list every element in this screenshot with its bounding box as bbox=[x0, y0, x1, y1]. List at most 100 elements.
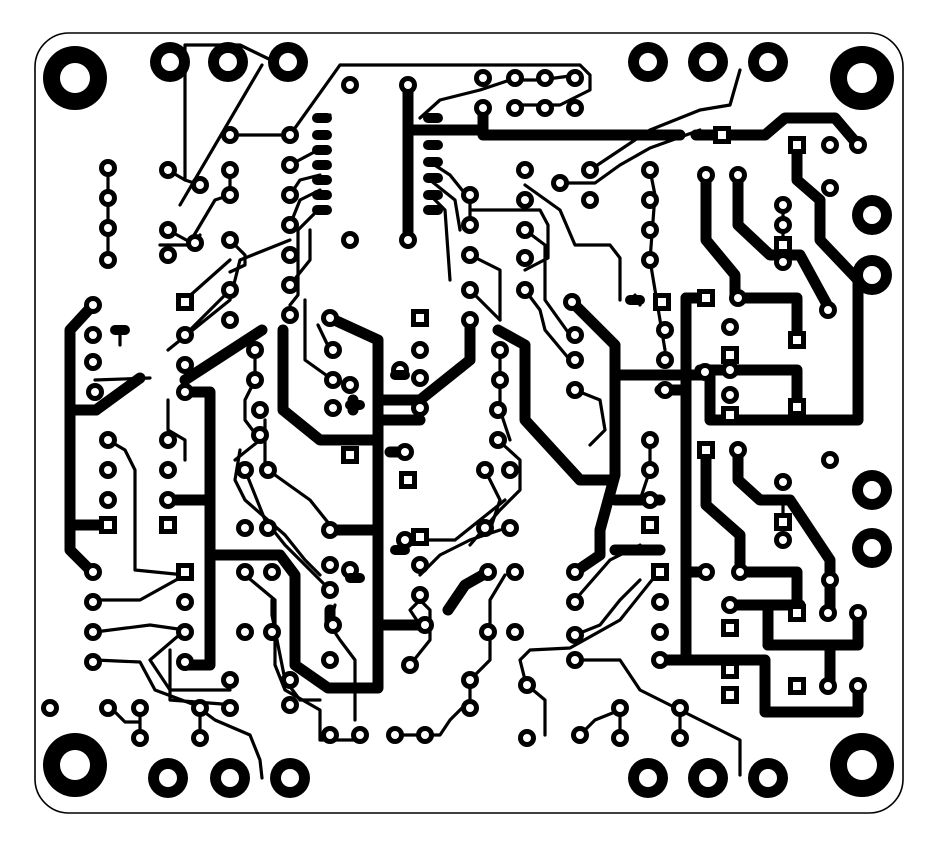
through-hole-pad bbox=[819, 604, 837, 622]
smd-pad bbox=[423, 190, 443, 200]
through-hole-pad bbox=[341, 376, 359, 394]
smd-pad bbox=[345, 573, 365, 583]
through-hole-pad bbox=[819, 301, 837, 319]
through-hole-pad bbox=[131, 699, 149, 717]
square-pad bbox=[176, 293, 194, 311]
through-hole-pad bbox=[476, 461, 494, 479]
through-hole-pad bbox=[489, 401, 507, 419]
square-pad bbox=[341, 446, 359, 464]
through-hole-pad bbox=[84, 623, 102, 641]
through-hole-pad bbox=[251, 401, 269, 419]
through-hole-pad bbox=[474, 69, 492, 87]
large-connector-pad bbox=[688, 42, 728, 82]
through-hole-pad bbox=[396, 443, 414, 461]
through-hole-pad bbox=[259, 461, 277, 479]
large-connector-pad bbox=[748, 758, 788, 798]
through-hole-pad bbox=[221, 281, 239, 299]
through-hole-pad bbox=[236, 563, 254, 581]
through-hole-pad bbox=[411, 399, 429, 417]
smd-pad bbox=[312, 160, 332, 170]
square-pad bbox=[721, 346, 739, 364]
square-pad bbox=[721, 619, 739, 637]
through-hole-pad bbox=[191, 176, 209, 194]
square-pad bbox=[721, 686, 739, 704]
through-hole-pad bbox=[461, 216, 479, 234]
smd-pad bbox=[345, 400, 365, 410]
through-hole-pad bbox=[99, 699, 117, 717]
through-hole-pad bbox=[281, 671, 299, 689]
mounting-hole bbox=[43, 733, 107, 797]
large-connector-pad bbox=[852, 255, 892, 295]
through-hole-pad bbox=[849, 677, 867, 695]
through-hole-pad bbox=[518, 729, 536, 747]
through-hole-pad bbox=[536, 99, 554, 117]
through-hole-pad bbox=[99, 219, 117, 237]
square-pad bbox=[697, 441, 715, 459]
square-pad bbox=[653, 293, 671, 311]
through-hole-pad bbox=[401, 656, 419, 674]
through-hole-pad bbox=[516, 249, 534, 267]
through-hole-pad bbox=[641, 161, 659, 179]
through-hole-pad bbox=[849, 136, 867, 154]
through-hole-pad bbox=[696, 363, 714, 381]
square-pad bbox=[788, 136, 806, 154]
through-hole-pad bbox=[651, 651, 669, 669]
through-hole-pad bbox=[281, 696, 299, 714]
through-hole-pad bbox=[411, 369, 429, 387]
through-hole-pad bbox=[566, 99, 584, 117]
through-hole-pad bbox=[99, 491, 117, 509]
through-hole-pad bbox=[729, 441, 747, 459]
square-pad bbox=[176, 563, 194, 581]
through-hole-pad bbox=[641, 461, 659, 479]
square-pad bbox=[721, 661, 739, 679]
square-pad bbox=[788, 677, 806, 695]
through-hole-pad bbox=[491, 341, 509, 359]
square-pad bbox=[774, 236, 792, 254]
through-hole-pad bbox=[651, 623, 669, 641]
through-hole-pad bbox=[259, 519, 277, 537]
smd-pad bbox=[390, 545, 410, 555]
through-hole-pad bbox=[566, 593, 584, 611]
through-hole-pad bbox=[821, 179, 839, 197]
smd-pad bbox=[312, 175, 332, 185]
through-hole-pad bbox=[506, 623, 524, 641]
through-hole-pad bbox=[551, 174, 569, 192]
through-hole-pad bbox=[281, 126, 299, 144]
through-hole-pad bbox=[506, 563, 524, 581]
smd-pad bbox=[312, 130, 332, 140]
large-connector-pad bbox=[148, 758, 188, 798]
through-hole-pad bbox=[84, 593, 102, 611]
through-hole-pad bbox=[566, 381, 584, 399]
square-pad bbox=[697, 289, 715, 307]
large-connector-pad bbox=[268, 42, 308, 82]
smd-pad bbox=[312, 113, 332, 123]
through-hole-pad bbox=[99, 189, 117, 207]
through-hole-pad bbox=[461, 281, 479, 299]
through-hole-pad bbox=[41, 699, 59, 717]
square-pad bbox=[788, 604, 806, 622]
through-hole-pad bbox=[99, 431, 117, 449]
through-hole-pad bbox=[516, 281, 534, 299]
through-hole-pad bbox=[324, 341, 342, 359]
through-hole-pad bbox=[159, 491, 177, 509]
through-hole-pad bbox=[84, 326, 102, 344]
through-hole-pad bbox=[84, 653, 102, 671]
through-hole-pad bbox=[411, 556, 429, 574]
through-hole-pad bbox=[721, 361, 739, 379]
through-hole-pad bbox=[566, 326, 584, 344]
through-hole-pad bbox=[656, 381, 674, 399]
through-hole-pad bbox=[281, 156, 299, 174]
through-hole-pad bbox=[159, 246, 177, 264]
through-hole-pad bbox=[641, 191, 659, 209]
through-hole-pad bbox=[186, 234, 204, 252]
smd-pad bbox=[423, 140, 443, 150]
through-hole-pad bbox=[191, 729, 209, 747]
through-hole-pad bbox=[399, 76, 417, 94]
through-hole-pad bbox=[281, 306, 299, 324]
through-hole-pad bbox=[159, 161, 177, 179]
through-hole-pad bbox=[611, 729, 629, 747]
through-hole-pad bbox=[474, 99, 492, 117]
through-hole-pad bbox=[774, 531, 792, 549]
through-hole-pad bbox=[461, 699, 479, 717]
through-hole-pad bbox=[566, 563, 584, 581]
